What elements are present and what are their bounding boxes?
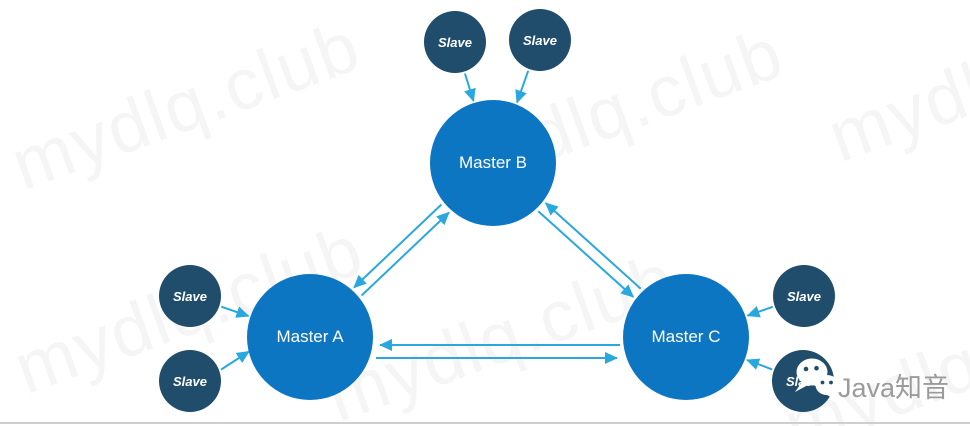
node-master-a: Master A (247, 274, 373, 400)
arrow-slave1-to-master-b (463, 73, 476, 102)
arrow-slave3-to-master-a (220, 305, 250, 318)
node-slave-b2: Slave (509, 9, 571, 71)
node-label: Master C (651, 327, 721, 346)
arrow-master-b-to-master-a (353, 203, 443, 289)
arrow-slave6-to-master-c (746, 358, 773, 371)
node-slave-b1: Slave (424, 11, 486, 73)
node-label: Master B (458, 153, 528, 172)
node-label: Slave (173, 373, 207, 389)
node-label: Slave (438, 34, 472, 50)
node-label: Slave (173, 288, 207, 304)
arrow-slave5-to-master-c (746, 305, 774, 318)
node-label: Master A (276, 327, 344, 346)
bottom-divider (0, 422, 970, 424)
arrow-slave2-to-master-b (515, 70, 530, 104)
node-slave-c1: Slave (773, 265, 835, 327)
node-master-c: Master C (623, 274, 749, 400)
arrow-master-c-to-master-b (544, 202, 642, 290)
node-slave-a2: Slave (159, 350, 221, 412)
node-label: Slave (523, 32, 557, 48)
brand-label: Java知音 (838, 373, 950, 403)
node-slave-a1: Slave (159, 265, 221, 327)
arrow-master-b-to-master-c (537, 210, 635, 298)
arrow-master-a-to-master-b (360, 211, 450, 297)
arrow-slave4-to-master-a (220, 350, 250, 371)
node-master-b: Master B (430, 100, 556, 226)
node-label: Slave (787, 288, 821, 304)
wechat-icon (795, 358, 839, 401)
